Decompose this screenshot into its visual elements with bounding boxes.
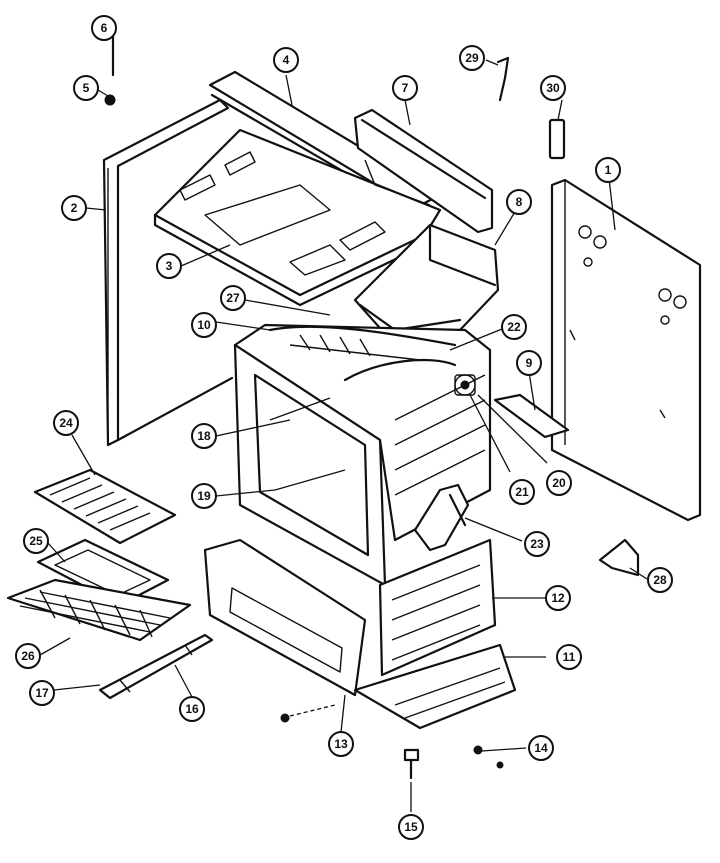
callout-12-label: 12 (551, 591, 565, 605)
callout-10-label: 10 (197, 318, 211, 332)
callout-13: 13 (328, 731, 354, 757)
part-gas-tube (343, 358, 457, 382)
callout-11: 11 (556, 644, 582, 670)
callout-9-label: 9 (526, 356, 533, 370)
part-top-tray (153, 128, 442, 307)
callout-8: 8 (506, 189, 532, 215)
callout-3-label: 3 (166, 259, 173, 273)
callout-4-label: 4 (283, 53, 290, 67)
callout-28: 28 (647, 567, 673, 593)
callout-21: 21 (509, 479, 535, 505)
callout-26-label: 26 (21, 649, 35, 663)
callout-22-label: 22 (507, 320, 521, 334)
callout-25-label: 25 (29, 534, 43, 548)
callout-25: 25 (23, 528, 49, 554)
callout-30-label: 30 (546, 81, 560, 95)
callout-7-label: 7 (402, 81, 409, 95)
callout-13-label: 13 (334, 737, 348, 751)
callout-9: 9 (516, 350, 542, 376)
callout-14: 14 (528, 735, 554, 761)
part-mounting-bracket (413, 483, 470, 552)
part-broiler-side (378, 538, 497, 677)
part-broiler-rack (33, 468, 177, 545)
callout-20: 20 (546, 470, 572, 496)
callout-22: 22 (501, 314, 527, 340)
callout-14-label: 14 (534, 741, 548, 755)
callout-23: 23 (524, 531, 550, 557)
callout-6: 6 (91, 15, 117, 41)
callout-19-label: 19 (197, 489, 211, 503)
callout-8-label: 8 (516, 195, 523, 209)
callout-11-label: 11 (563, 650, 576, 664)
callout-30: 30 (540, 75, 566, 101)
callout-24: 24 (53, 410, 79, 436)
callout-16-label: 16 (185, 702, 199, 716)
part-right-side-panel (550, 178, 702, 522)
part-igniter (454, 374, 476, 396)
callout-28-label: 28 (653, 573, 667, 587)
part-oven-burner (268, 325, 457, 361)
callout-7: 7 (392, 75, 418, 101)
callout-18-label: 18 (197, 429, 211, 443)
callout-20-label: 20 (552, 476, 566, 490)
callout-1: 1 (595, 157, 621, 183)
part-oven-rack (6, 578, 192, 642)
part-heat-shield (493, 393, 570, 439)
part-oven-cavity (233, 323, 492, 587)
callout-2: 2 (61, 195, 87, 221)
callout-23-label: 23 (530, 537, 544, 551)
callout-29-label: 29 (465, 51, 479, 65)
callout-16: 16 (179, 696, 205, 722)
callout-1-label: 1 (605, 163, 612, 177)
callout-4: 4 (273, 47, 299, 73)
callout-26: 26 (15, 643, 41, 669)
part-top-vent-panel (353, 108, 494, 234)
callout-2-label: 2 (71, 201, 78, 215)
part-oven-base (353, 643, 517, 730)
callouts: 1 2 3 4 5 6 7 8 9 10 11 12 13 14 15 16 1… (15, 15, 673, 840)
callout-21-label: 21 (515, 485, 529, 499)
part-drawer-glide (98, 633, 214, 700)
callout-27-label: 27 (226, 291, 240, 305)
callout-19: 19 (191, 483, 217, 509)
callout-3: 3 (156, 253, 182, 279)
callout-5: 5 (73, 75, 99, 101)
callout-12: 12 (545, 585, 571, 611)
part-hardware (104, 26, 640, 780)
callout-15-label: 15 (404, 820, 418, 834)
callout-10: 10 (191, 312, 217, 338)
callout-18: 18 (191, 423, 217, 449)
callout-5-label: 5 (83, 81, 90, 95)
part-flue-duct (353, 223, 500, 347)
callout-24-label: 24 (59, 416, 73, 430)
callout-29: 29 (459, 45, 485, 71)
callout-17-label: 17 (35, 686, 49, 700)
callout-6-label: 6 (101, 21, 108, 35)
part-broiler-drawer-front (203, 538, 367, 697)
callout-27: 27 (220, 285, 246, 311)
callout-17: 17 (29, 680, 55, 706)
callout-15: 15 (398, 814, 424, 840)
